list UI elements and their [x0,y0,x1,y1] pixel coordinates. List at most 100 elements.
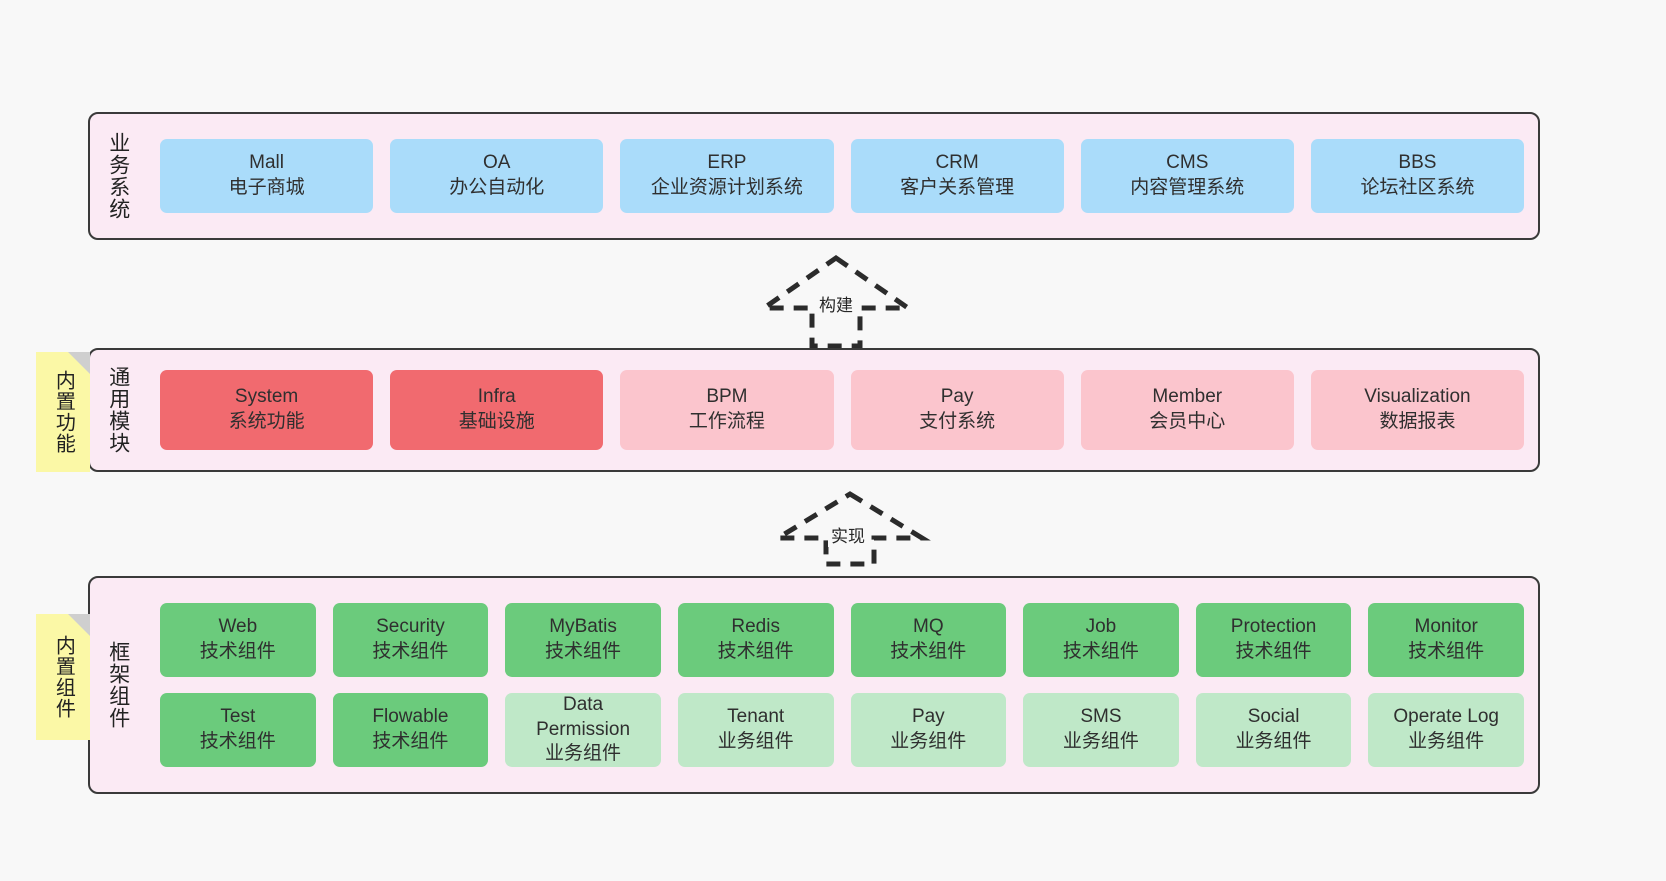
node-operate-log-title: Operate Log [1393,706,1499,728]
node-cms-subtitle: 内容管理系统 [1130,177,1245,198]
layer-title-common-modules: 通用模块 [106,366,130,454]
node-oa-subtitle: 办公自动化 [449,177,545,198]
node-social-title: Social [1247,706,1300,728]
node-web-subtitle: 技术组件 [199,641,276,662]
node-cms-title: CMS [1166,152,1209,174]
node-sms[interactable]: SMS 业务组件 [1023,693,1179,767]
node-monitor[interactable]: Monitor 技术组件 [1368,603,1524,677]
node-erp-subtitle: 企业资源计划系统 [650,177,803,198]
node-sms-subtitle: 业务组件 [1062,731,1139,752]
node-job-title: Job [1085,616,1117,638]
node-sms-title: SMS [1080,706,1122,728]
layer-body-common-modules: System 系统功能 Infra 基础设施 BPM 工作流程 Pay 支付系统… [146,350,1538,470]
node-visualization[interactable]: Visualization 数据报表 [1310,370,1525,450]
arrow-build-label: 构建 [816,291,856,316]
node-redis-subtitle: 技术组件 [717,641,794,662]
node-erp[interactable]: ERP 企业资源计划系统 [620,139,834,213]
node-social-subtitle: 业务组件 [1235,731,1312,752]
node-tenant[interactable]: Tenant 业务组件 [677,693,834,767]
node-bbs-title: BBS [1398,152,1437,174]
layer-body-business-system: Mall 电子商城 OA 办公自动化 ERP 企业资源计划系统 CRM 客户关系… [146,114,1538,238]
arrow-build-shape [756,254,916,349]
arrow-implement: 实现 [769,490,931,568]
note-builtin-function: 内置功能 [36,352,90,472]
layer-common-modules: 通用模块 System 系统功能 Infra 基础设施 BPM 工作流程 Pay… [88,348,1540,472]
node-pay-component-title: Pay [911,706,945,728]
node-flowable-subtitle: 技术组件 [372,731,449,752]
layer-title-business-system: 业务系统 [106,132,130,220]
node-mybatis[interactable]: MyBatis 技术组件 [505,603,661,677]
node-bpm[interactable]: BPM 工作流程 [620,370,834,450]
node-infra[interactable]: Infra 基础设施 [390,370,604,450]
note-builtin-component-label: 内置组件 [52,635,75,719]
node-infra-title: Infra [477,386,516,408]
node-member[interactable]: Member 会员中心 [1080,370,1294,450]
node-data-permission-title: Data Permission [536,693,631,740]
framework-components-row-2: Test 技术组件 Flowable 技术组件 Data Permission … [160,693,1524,767]
node-monitor-title: Monitor [1414,616,1478,638]
node-test-title: Test [220,706,256,728]
node-test-subtitle: 技术组件 [199,731,276,752]
node-infra-subtitle: 基础设施 [458,411,535,432]
node-tenant-subtitle: 业务组件 [717,731,794,752]
node-web[interactable]: Web 技术组件 [160,603,316,677]
node-erp-title: ERP [707,152,747,174]
node-bbs-subtitle: 论坛社区系统 [1360,177,1475,198]
node-social[interactable]: Social 业务组件 [1195,693,1352,767]
node-redis-title: Redis [731,616,780,638]
node-protection-title: Protection [1230,616,1317,638]
node-pay-component-subtitle: 业务组件 [890,731,967,752]
layer-title-framework-components: 框架组件 [106,641,130,729]
node-security-subtitle: 技术组件 [372,641,449,662]
node-system[interactable]: System 系统功能 [160,370,374,450]
node-mq[interactable]: MQ 技术组件 [850,603,1007,677]
node-pay-module-title: Pay [940,386,974,408]
node-member-subtitle: 会员中心 [1149,411,1226,432]
node-web-title: Web [218,616,258,638]
node-bbs[interactable]: BBS 论坛社区系统 [1310,139,1525,213]
layer-business-system: 业务系统 Mall 电子商城 OA 办公自动化 ERP 企业资源计划系统 CRM… [88,112,1540,240]
node-mybatis-title: MyBatis [549,616,617,638]
node-tenant-title: Tenant [727,706,785,728]
node-mall-title: Mall [249,152,284,174]
node-redis[interactable]: Redis 技术组件 [677,603,834,677]
arrow-build: 构建 [756,254,916,350]
node-bpm-subtitle: 工作流程 [688,411,765,432]
note-builtin-component: 内置组件 [36,614,90,740]
node-cms[interactable]: CMS 内容管理系统 [1080,139,1294,213]
node-crm-title: CRM [935,152,979,174]
arrow-implement-shape [769,491,931,567]
node-visualization-title: Visualization [1364,386,1471,408]
node-pay-module[interactable]: Pay 支付系统 [850,370,1064,450]
business-system-row: Mall 电子商城 OA 办公自动化 ERP 企业资源计划系统 CRM 客户关系… [160,139,1525,213]
node-operate-log[interactable]: Operate Log 业务组件 [1368,693,1524,767]
node-flowable-title: Flowable [372,706,449,728]
node-data-permission[interactable]: Data Permission 业务组件 [505,693,661,767]
node-monitor-subtitle: 技术组件 [1408,641,1485,662]
node-flowable[interactable]: Flowable 技术组件 [332,693,489,767]
node-test[interactable]: Test 技术组件 [160,693,316,767]
node-protection[interactable]: Protection 技术组件 [1195,603,1352,677]
node-job[interactable]: Job 技术组件 [1023,603,1179,677]
node-security[interactable]: Security 技术组件 [332,603,489,677]
node-crm[interactable]: CRM 客户关系管理 [850,139,1064,213]
node-mall[interactable]: Mall 电子商城 [160,139,374,213]
node-mq-subtitle: 技术组件 [890,641,967,662]
node-pay-component[interactable]: Pay 业务组件 [850,693,1007,767]
node-oa-title: OA [483,152,511,174]
node-mq-title: MQ [913,616,944,638]
node-operate-log-subtitle: 业务组件 [1408,731,1485,752]
node-mall-subtitle: 电子商城 [228,177,305,198]
layer-body-framework-components: Web 技术组件 Security 技术组件 MyBatis 技术组件 Redi… [146,578,1538,792]
node-data-permission-subtitle: 业务组件 [545,743,622,765]
node-mybatis-subtitle: 技术组件 [545,641,622,662]
node-member-title: Member [1152,386,1223,408]
node-oa[interactable]: OA 办公自动化 [390,139,604,213]
node-protection-subtitle: 技术组件 [1235,641,1312,662]
layer-framework-components: 框架组件 Web 技术组件 Security 技术组件 MyBatis 技术组件… [88,576,1540,794]
node-job-subtitle: 技术组件 [1062,641,1139,662]
framework-components-row-1: Web 技术组件 Security 技术组件 MyBatis 技术组件 Redi… [160,603,1524,677]
node-security-title: Security [376,616,445,638]
node-visualization-subtitle: 数据报表 [1379,411,1456,432]
